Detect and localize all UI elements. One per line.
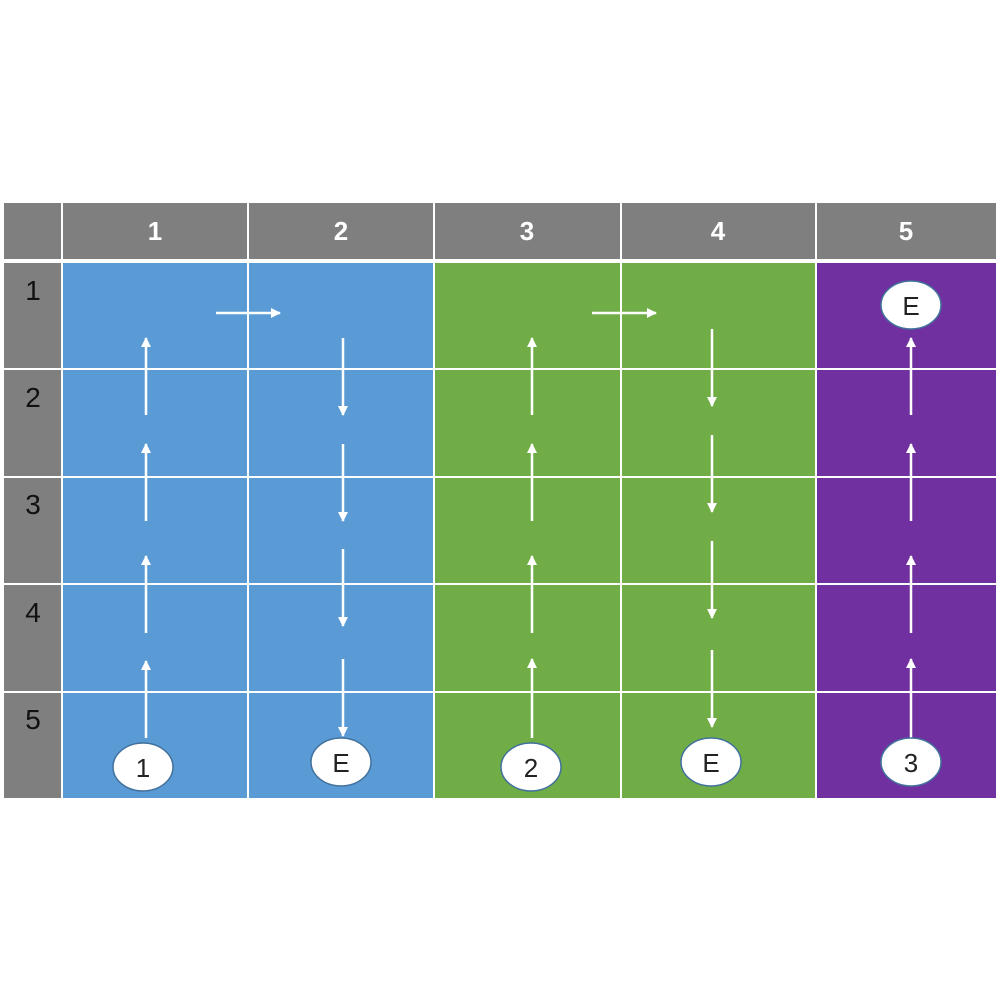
nodes: 1 E 2 E 3 E: [112, 280, 942, 792]
flow-arrows: [141, 308, 916, 738]
node-label: E: [332, 748, 349, 778]
row-header-1: [4, 263, 61, 368]
start-node-3: 3: [880, 737, 942, 787]
column-label-4: 4: [711, 216, 726, 246]
column-header-4: [622, 203, 815, 259]
column-label-3: 3: [520, 216, 534, 246]
zone-purple: [817, 263, 996, 798]
zone-green: [433, 263, 817, 798]
node-label: 1: [136, 753, 150, 783]
row-label-4: 4: [25, 597, 41, 628]
row-header-3: [4, 478, 61, 583]
node-label: E: [702, 748, 719, 778]
corner-cell: [4, 203, 61, 259]
row-label-5: 5: [25, 704, 41, 735]
node-label: E: [902, 291, 919, 321]
end-node-col5: E: [880, 280, 942, 330]
column-header-5: [817, 203, 996, 259]
column-header-1: [63, 203, 247, 259]
end-node-col4: E: [680, 737, 742, 787]
row-header-2: [4, 370, 61, 476]
column-header-band: 1 2 3 4 5: [4, 203, 996, 259]
row-label-3: 3: [25, 489, 41, 520]
node-label: 3: [904, 748, 918, 778]
node-label: 2: [524, 753, 538, 783]
column-header-2: [249, 203, 433, 259]
zones: [63, 263, 996, 798]
grid-lines: [61, 203, 996, 798]
start-node-1: 1: [112, 742, 174, 792]
end-node-col2: E: [310, 737, 372, 787]
column-header-3: [435, 203, 620, 259]
row-header-4: [4, 585, 61, 691]
start-node-2: 2: [500, 742, 562, 792]
column-label-2: 2: [334, 216, 348, 246]
column-label-1: 1: [148, 216, 162, 246]
row-label-1: 1: [25, 275, 41, 306]
row-header-5: [4, 693, 61, 798]
row-header-strip: 1 2 3 4 5: [4, 263, 61, 798]
row-label-2: 2: [25, 382, 41, 413]
column-label-5: 5: [899, 216, 913, 246]
